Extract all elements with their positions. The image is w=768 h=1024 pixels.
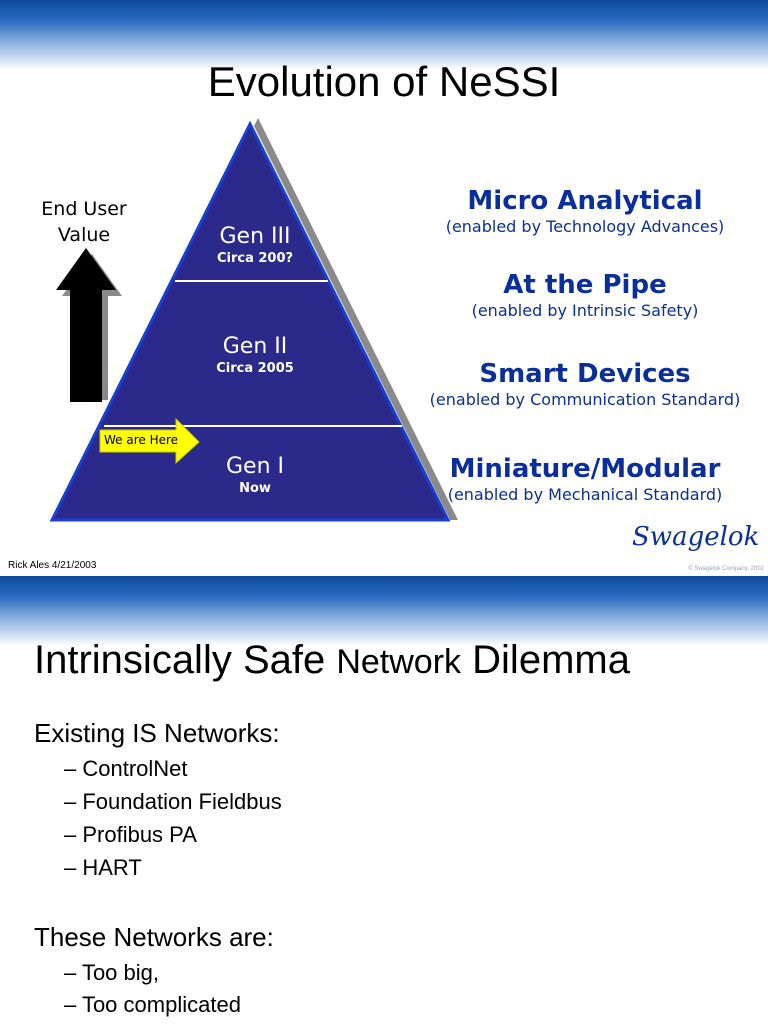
title-part: Dilemma xyxy=(461,638,630,682)
stage-miniature-modular: Miniature/Modular (enabled by Mechanical… xyxy=(400,454,768,506)
stage-title: Miniature/Modular xyxy=(449,454,721,484)
user-value-line-1: End User xyxy=(41,198,127,220)
slide-title: Evolution of NeSSI xyxy=(207,58,561,105)
stage-smart-devices: Smart Devices (enabled by Communication … xyxy=(400,359,768,411)
stage-micro-analytical: Micro Analytical (enabled by Technology … xyxy=(400,186,768,238)
user-value-line-2: Value xyxy=(57,224,111,246)
stage-title: Micro Analytical xyxy=(467,186,703,216)
slide-title: Intrinsically Safe Network Dilemma xyxy=(34,638,630,683)
stage-subtitle: (enabled by Communication Standard) xyxy=(429,390,741,409)
footer-copyright: © Swagelok Company, 2002 xyxy=(688,566,764,572)
list-item: – Too big, xyxy=(64,960,160,985)
pyramid-tier-gen1: Gen I Now xyxy=(185,454,325,496)
pyramid-body xyxy=(49,120,451,522)
pyramid-shadow xyxy=(254,118,458,520)
slide-network-dilemma: Intrinsically Safe Network Dilemma Exist… xyxy=(0,576,768,1024)
pyramid-tier-gen3: Gen III Circa 200? xyxy=(190,224,320,266)
title-part: Intrinsically Safe xyxy=(34,638,337,682)
stage-subtitle: (enabled by Intrinsic Safety) xyxy=(471,301,699,320)
pyramid-tier-gen2: Gen II Circa 2005 xyxy=(185,334,325,376)
tier-name: Gen I xyxy=(225,454,284,479)
section-heading-existing-networks: Existing IS Networks: xyxy=(34,718,280,748)
list-item: – HART xyxy=(64,855,142,880)
tier-name: Gen III xyxy=(219,224,291,249)
section-heading-these-networks: These Networks are: xyxy=(34,922,274,952)
slide-header-bar xyxy=(0,576,768,646)
slide-evolution-of-nessi: Evolution of NeSSI We are Here Gen III C… xyxy=(0,0,768,572)
list-item: – Too complicated xyxy=(64,992,241,1017)
stage-subtitle: (enabled by Mechanical Standard) xyxy=(447,485,723,504)
footer-author-date: Rick Ales 4/21/2003 xyxy=(8,560,97,571)
list-item: – Profibus PA xyxy=(64,822,197,847)
slide-header-bar xyxy=(0,0,768,70)
stage-title: Smart Devices xyxy=(479,359,691,389)
up-arrow-icon xyxy=(56,248,116,402)
tier-subtitle: Now xyxy=(239,481,271,496)
list-item: – Foundation Fieldbus xyxy=(64,789,282,814)
stage-title: At the Pipe xyxy=(503,270,667,300)
tier-subtitle: Circa 200? xyxy=(216,251,294,266)
list-item: – ControlNet xyxy=(64,756,188,781)
tier-name: Gen II xyxy=(222,334,288,359)
pyramid-graphic xyxy=(49,118,458,522)
we-are-here-label: We are Here xyxy=(104,433,179,447)
stage-at-the-pipe: At the Pipe (enabled by Intrinsic Safety… xyxy=(400,270,768,322)
end-user-value-label: End User Value xyxy=(28,196,140,248)
right-arrow-icon xyxy=(99,417,200,465)
tier-subtitle: Circa 2005 xyxy=(216,361,294,376)
swagelok-logo: Swagelok xyxy=(632,522,760,552)
title-part: Network xyxy=(336,643,462,681)
stage-subtitle: (enabled by Technology Advances) xyxy=(445,217,725,236)
